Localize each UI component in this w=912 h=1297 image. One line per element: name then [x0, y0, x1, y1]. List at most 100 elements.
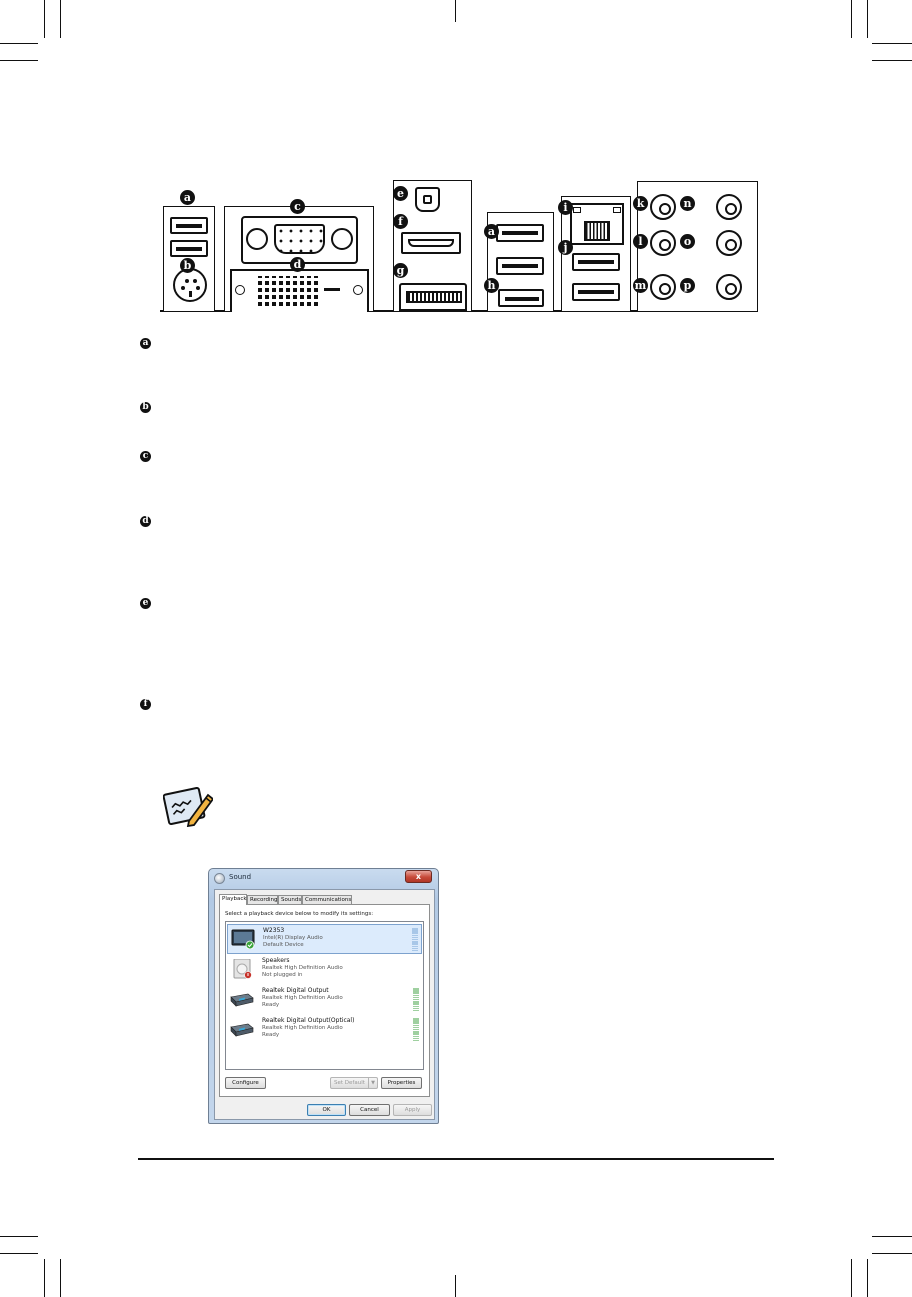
close-button[interactable]: x: [405, 870, 432, 883]
crop-mark: [867, 0, 868, 38]
instruction-text: Select a playback device below to modify…: [225, 911, 374, 917]
usb-port: [170, 240, 208, 257]
monitor-icon: [231, 929, 255, 949]
crop-mark: [60, 0, 61, 38]
list-item: d: [140, 510, 156, 527]
crop-mark: [872, 1236, 912, 1237]
speaker-box-icon: [233, 959, 252, 979]
label-m: m: [633, 278, 648, 293]
device-name: Realtek Digital Output(Optical): [262, 1017, 355, 1024]
crop-mark: [60, 1259, 61, 1297]
device-list[interactable]: W2353 Intel(R) Display Audio Default Dev…: [225, 921, 424, 1070]
crop-mark: [455, 0, 456, 22]
device-item[interactable]: Realtek Digital Output Realtek High Defi…: [227, 985, 422, 1015]
crop-mark: [851, 0, 852, 38]
usb3-port: [572, 283, 620, 301]
item-letter: b: [140, 402, 151, 413]
audio-jack-o: [716, 230, 742, 256]
device-item[interactable]: Realtek Digital Output(Optical) Realtek …: [227, 1015, 422, 1045]
device-driver: Intel(R) Display Audio: [263, 935, 323, 941]
crop-mark: [0, 43, 38, 44]
back-panel-illustration: a b c d e f g: [0, 0, 912, 320]
tab-communications[interactable]: Communications: [302, 895, 352, 905]
properties-button[interactable]: Properties: [381, 1077, 422, 1089]
device-name: Realtek Digital Output: [262, 987, 329, 994]
list-item: b: [140, 396, 156, 413]
label-d: d: [290, 257, 305, 272]
volume-meter: [413, 988, 419, 1012]
dialog-titlebar[interactable]: Sound x: [209, 869, 438, 889]
crop-mark: [872, 1253, 912, 1254]
device-driver: Realtek High Definition Audio: [262, 995, 343, 1001]
set-default-button[interactable]: Set Default ▼: [330, 1077, 378, 1089]
item-letter: f: [140, 699, 151, 710]
label-j: j: [558, 240, 573, 255]
dialog-title: Sound: [229, 873, 252, 881]
digital-output-icon: [230, 993, 254, 1007]
label-a2: a: [484, 224, 499, 239]
cancel-button[interactable]: Cancel: [349, 1104, 390, 1116]
crop-mark: [0, 1253, 38, 1254]
label-a: a: [180, 190, 195, 205]
configure-button[interactable]: Configure: [225, 1077, 266, 1089]
apply-button[interactable]: Apply: [393, 1104, 432, 1116]
audio-jack-p: [716, 274, 742, 300]
list-item: a: [140, 332, 156, 349]
label-h: h: [484, 278, 499, 293]
lan-usb-block: [561, 196, 631, 311]
list-item: f: [140, 693, 156, 710]
device-name: Speakers: [262, 957, 290, 964]
label-n: n: [680, 196, 695, 211]
volume-meter: [412, 928, 418, 952]
crop-mark: [44, 0, 45, 38]
device-status: Ready: [262, 1002, 280, 1008]
volume-meter: [413, 1018, 419, 1042]
optical-hdmi-dp-block: [393, 180, 472, 311]
device-driver: Realtek High Definition Audio: [262, 965, 343, 971]
device-item[interactable]: Speakers Realtek High Definition Audio N…: [227, 955, 422, 985]
displayport-port: [399, 283, 467, 311]
crop-mark: [0, 1236, 38, 1237]
device-item[interactable]: W2353 Intel(R) Display Audio Default Dev…: [227, 924, 422, 954]
label-g: g: [393, 263, 408, 278]
device-name: W2353: [263, 927, 285, 934]
digital-output-icon: [230, 1023, 254, 1037]
crop-mark: [44, 1259, 45, 1297]
device-status: Not plugged in: [262, 972, 303, 978]
tab-sounds[interactable]: Sounds: [278, 895, 302, 905]
tab-playback[interactable]: Playback: [219, 894, 247, 905]
tab-recording[interactable]: Recording: [247, 895, 278, 905]
vga-port: [241, 216, 358, 264]
audio-jack-k: [650, 194, 676, 220]
crop-mark: [867, 1259, 868, 1297]
item-letter: e: [140, 598, 151, 609]
item-letter: c: [140, 451, 151, 462]
list-item: c: [140, 445, 156, 462]
usb-port: [170, 217, 208, 234]
label-e: e: [393, 186, 408, 201]
ps2-port: [173, 268, 207, 302]
crop-mark: [872, 43, 912, 44]
lan-port: [570, 203, 624, 245]
audio-jack-n: [716, 194, 742, 220]
usb3-port: [496, 257, 544, 275]
usb-ps2-block: [163, 206, 215, 311]
ok-button[interactable]: OK: [307, 1104, 346, 1116]
sound-dialog: Sound x Playback Recording Sounds Commun…: [208, 868, 439, 1124]
label-l: l: [633, 234, 648, 249]
panel-baseline: [160, 310, 758, 312]
hdmi-port: [401, 232, 461, 254]
label-b: b: [180, 258, 195, 273]
crop-mark: [0, 60, 38, 61]
dialog-client: Playback Recording Sounds Communications…: [214, 889, 435, 1120]
dropdown-arrow-icon[interactable]: ▼: [368, 1078, 377, 1088]
audio-jacks-block: [637, 181, 758, 311]
optical-port: [415, 187, 440, 212]
crop-mark: [455, 1275, 456, 1297]
audio-jack-m: [650, 274, 676, 300]
label-f: f: [393, 214, 408, 229]
label-k: k: [633, 196, 648, 211]
crop-mark: [851, 1259, 852, 1297]
dvi-port: [230, 269, 369, 312]
usb3-port: [496, 224, 544, 242]
